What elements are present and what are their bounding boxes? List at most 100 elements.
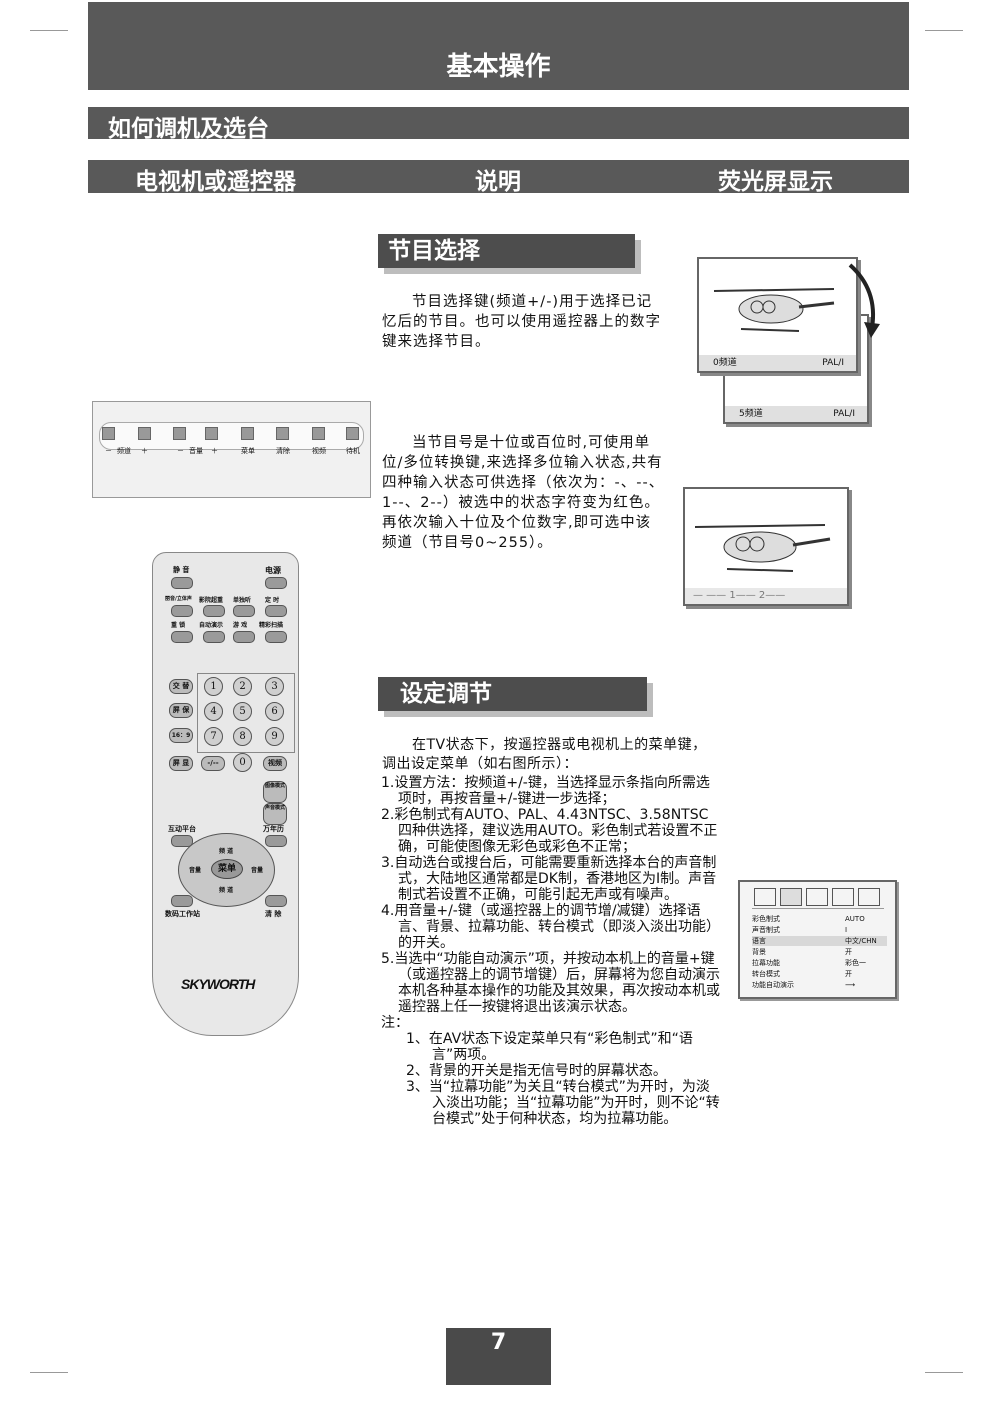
panel-label: 视频 [312,447,326,455]
panel-label: 音量 [189,447,203,455]
timer-button[interactable] [265,605,287,617]
panel-button[interactable] [205,427,218,440]
reset-button[interactable] [171,631,193,643]
note-label: 注： [381,1015,409,1031]
preset-button[interactable] [203,605,225,617]
tv-icon [754,888,776,906]
remote-label-timer: 定 时 [265,597,280,604]
demo-button[interactable] [203,631,225,643]
digital-button[interactable] [171,895,193,907]
remote-label-solo: 单独听 [233,597,252,604]
remote-label-clear: 清 除 [265,910,282,918]
menu-button[interactable]: 菜单 [211,859,243,879]
number-5-button[interactable]: 5 [233,702,252,721]
number-0-button[interactable]: 0 [233,753,252,772]
number-3-button[interactable]: 3 [265,677,284,696]
sound-mode-button[interactable]: 声音模式 [263,803,287,825]
panel-button[interactable] [346,427,359,440]
panel-label: ＋ [141,447,148,455]
screen-display-button[interactable]: 屏 显 [169,756,193,771]
video-button[interactable]: 视频 [263,756,287,771]
helicopter-image [694,524,831,572]
panel-button[interactable] [276,427,289,440]
equalizer-icon [858,888,880,906]
setup-item-3: 3.自动选台或搜台后，可能需要重新选择本台的声音制式，大陆地区通常都是DK制，香… [381,855,717,903]
panel-button[interactable] [138,427,151,440]
picture-icon [806,888,828,906]
setup-tag: 设定调节 [378,677,647,711]
digit-mode-button[interactable]: -/-- [201,756,225,771]
menu-icon-bar [752,886,884,909]
panel-label: ＋ [211,447,218,455]
program-select-tag: 节目选择 [378,234,635,268]
number-9-button[interactable]: 9 [265,727,284,746]
tv-screen-1: 0频道 PAL/I [697,257,858,373]
number-7-button[interactable]: 7 [204,727,223,746]
helicopter-image [713,288,835,332]
power-button[interactable] [265,577,287,589]
screen1-system: PAL/I [822,358,844,368]
column-header-device: 电视机或遥控器 [135,169,296,195]
mute-button[interactable] [171,577,193,589]
panel-button[interactable] [173,427,186,440]
screensaver-button[interactable]: 屏 保 [169,703,193,718]
panel-button[interactable] [102,427,115,440]
aspect-button[interactable]: 16：9 [169,728,193,743]
number-1-button[interactable]: 1 [204,677,223,696]
remote-label-demo: 自动演示 [199,622,224,629]
number-6-button[interactable]: 6 [265,702,284,721]
solo-button[interactable] [233,605,255,617]
program-select-para2: 当节目号是十位或百位时,可使用单位/多位转换键,来选择多位输入状态,共有四种输入… [382,435,665,551]
setup-intro: 在TV状态下，按遥控器或电视机上的菜单键，调出设定菜单（如右图所示）： [382,737,707,772]
ch-down-label[interactable]: 频 道 [219,887,234,894]
page-number: 7 [446,1328,551,1385]
column-header-description: 说明 [475,169,521,195]
menu-row-curtain: 拉幕功能彩色一 [752,959,866,967]
picture-mode-button[interactable]: 图像模式 [263,781,287,803]
screen2-status: 5频道 PAL/I [725,406,867,422]
menu-row-switch-mode: 转台模式开 [752,970,852,978]
number-2-button[interactable]: 2 [233,677,252,696]
column-header-bar: 电视机或遥控器 说明 荧光屏显示 [88,160,909,195]
panel-label: 待机 [346,447,360,455]
section-bar: 如何调机及选台 [88,107,909,142]
panel-label: 菜单 [241,447,255,455]
screen2-channel: 5频道 [739,409,763,419]
game-button[interactable] [233,631,255,643]
remote-label-stereo: 丽音/立体声 [165,596,192,602]
setup-list: 1.设置方法：按频道+/-键，当选择显示条指向所需选项时，再按音量+/-键进一步… [381,775,721,1127]
tv-front-panel: － 频道 ＋ － 音量 ＋ 菜单 清除 视频 待机 [92,401,371,498]
clock-icon [780,888,802,906]
page-title: 基本操作 [446,52,551,82]
setup-item-2: 2.彩色制式有AUTO、PAL、4.43NTSC、3.58NTSC四种供选择，建… [381,807,718,855]
calendar-button[interactable] [265,835,287,847]
panel-button[interactable] [312,427,325,440]
number-4-button[interactable]: 4 [204,702,223,721]
stereo-button[interactable] [171,605,193,617]
panel-label: － [105,447,112,455]
setup-item-1: 1.设置方法：按频道+/-键，当选择显示条指向所需选项时，再按音量+/-键进一步… [381,775,710,807]
screen1-status: 0频道 PAL/I [699,355,856,371]
panel-label: 频道 [117,447,131,455]
crop-mark [925,1372,963,1373]
clear-button[interactable] [265,895,287,907]
ch-up-label[interactable]: 频 道 [219,848,234,855]
remote-label-preset: 影院超重 [199,597,224,604]
interactive-button[interactable] [171,835,193,847]
section-title: 如何调机及选台 [108,116,269,142]
vol-left-label[interactable]: 音量 [189,867,202,874]
swap-button[interactable]: 交 替 [169,679,193,694]
screen2-system: PAL/I [833,409,855,419]
antenna-icon [832,888,854,906]
vol-right-label[interactable]: 音量 [251,867,264,874]
number-8-button[interactable]: 8 [233,727,252,746]
remote-label-digital: 数码工作站 [165,910,200,918]
remote-label-interactive: 互动平台 [168,825,196,833]
panel-button[interactable] [241,427,254,440]
scan-button[interactable] [265,631,287,643]
note-3: 3、当“拉幕功能”为关且“转台模式”为开时，为淡入淡出功能；当“拉幕功能”为开时… [406,1079,720,1127]
screen1-channel: 0频道 [713,358,737,368]
